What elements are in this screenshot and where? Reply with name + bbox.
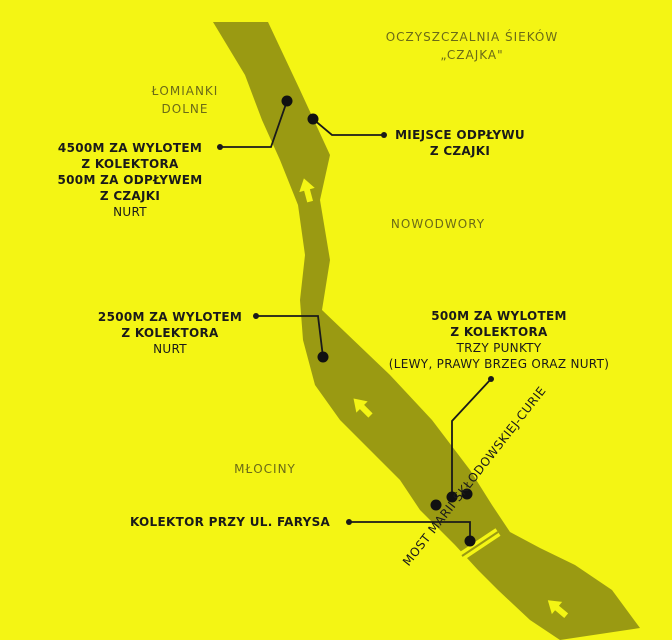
flow-arrow-icon bbox=[353, 398, 373, 418]
area-czajka: OCZYSZCZALNIA ŚIEKÓW „CZAJKA" bbox=[372, 28, 572, 64]
label-dots bbox=[217, 132, 494, 525]
label-500-line1: 500M ZA WYLOTEM bbox=[431, 309, 567, 323]
area-lomianki: ŁOMIANKI DOLNE bbox=[130, 82, 240, 118]
leader-lines bbox=[220, 100, 492, 540]
label-4500-line3: 500M ZA ODPŁYWEM bbox=[57, 173, 203, 187]
label-odplyw-line2: Z CZAJKI bbox=[429, 144, 491, 158]
sample-point-icon bbox=[464, 535, 476, 547]
bridge bbox=[459, 528, 501, 560]
label-odplyw-line1: MIEJSCE ODPŁYWU bbox=[395, 128, 525, 142]
label-500: 500M ZA WYLOTEM Z KOLEKTORA TRZY PUNKTY … bbox=[360, 308, 638, 372]
label-kolektor-line1: KOLEKTOR PRZY UL. FARYSA bbox=[130, 515, 331, 529]
sample-point-icon bbox=[307, 113, 319, 125]
label-4500-line1: 4500M ZA WYLOTEM bbox=[57, 141, 203, 155]
label-4500-line5: NURT bbox=[113, 205, 147, 219]
label-2500-line1: 2500M ZA WYLOTEM bbox=[97, 310, 243, 324]
label-4500-line4: Z CZAJKI bbox=[99, 189, 161, 203]
area-nowodwory: NOWODWORY bbox=[378, 215, 498, 233]
label-500-line4: (LEWY, PRAWY BRZEG ORAZ NURT) bbox=[388, 357, 610, 371]
label-2500-line3: NURT bbox=[153, 342, 187, 356]
flow-arrow-icon bbox=[299, 178, 315, 203]
leader-line-500 bbox=[451, 378, 492, 497]
leader-line-odplyw bbox=[312, 118, 384, 136]
label-kolektor: KOLEKTOR PRZY UL. FARYSA bbox=[130, 514, 350, 530]
sample-point-icon bbox=[446, 491, 458, 503]
label-4500: 4500M ZA WYLOTEM Z KOLEKTORA 500M ZA ODP… bbox=[45, 140, 215, 220]
sample-points bbox=[281, 95, 476, 547]
leader-line-kolektor bbox=[349, 521, 471, 540]
label-odplyw: MIEJSCE ODPŁYWU Z CZAJKI bbox=[385, 127, 535, 159]
sample-point-icon bbox=[461, 488, 473, 500]
area-czajka-line2: „CZAJKA" bbox=[440, 48, 504, 62]
area-mlociny: MŁOCINY bbox=[225, 460, 305, 478]
flow-arrow-icon bbox=[547, 600, 569, 619]
area-lomianki-line1: ŁOMIANKI bbox=[151, 84, 219, 98]
area-mlociny-label: MŁOCINY bbox=[234, 462, 296, 476]
vistula-river bbox=[213, 22, 640, 640]
label-500-line2: Z KOLEKTORA bbox=[450, 325, 548, 339]
leader-line-2500 bbox=[256, 315, 324, 358]
sample-point-icon bbox=[281, 95, 293, 107]
sample-point-icon bbox=[317, 351, 329, 363]
label-2500: 2500M ZA WYLOTEM Z KOLEKTORA NURT bbox=[90, 309, 250, 357]
label-500-line3: TRZY PUNKTY bbox=[456, 341, 542, 355]
area-nowodwory-label: NOWODWORY bbox=[390, 217, 486, 231]
leader-line-4500 bbox=[220, 100, 288, 148]
area-czajka-line1: OCZYSZCZALNIA ŚIEKÓW bbox=[385, 30, 559, 44]
area-lomianki-line2: DOLNE bbox=[161, 102, 209, 116]
label-2500-line2: Z KOLEKTORA bbox=[121, 326, 219, 340]
sample-point-icon bbox=[430, 499, 442, 511]
label-4500-line2: Z KOLEKTORA bbox=[81, 157, 179, 171]
